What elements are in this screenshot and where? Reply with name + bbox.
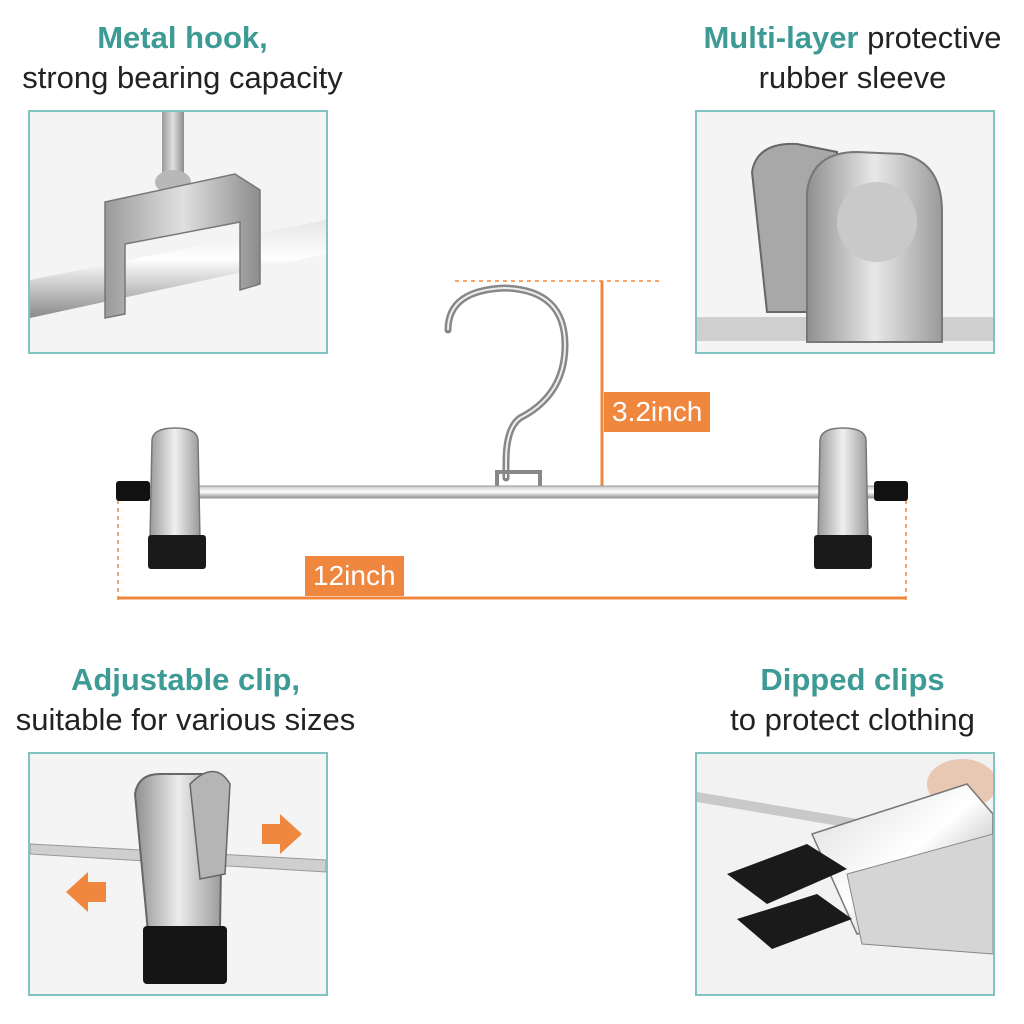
rubber-sleeve-title: Multi-layer — [703, 20, 859, 55]
hanger-hook — [444, 284, 569, 482]
rubber-sleeve-illustration — [697, 142, 993, 343]
adjustable-clip-photo-panel — [28, 752, 328, 996]
left-adjust-knob — [116, 481, 150, 501]
rubber-sleeve-title-rest: protective — [858, 20, 1002, 55]
metal-hook-caption: Metal hook, strong bearing capacity — [10, 18, 355, 98]
left-arrow-icon — [66, 872, 106, 912]
hook-bracket — [495, 470, 542, 498]
dipped-clips-photo-panel — [695, 752, 995, 996]
metal-hook-illustration — [30, 112, 326, 319]
adjustable-clip-title: Adjustable clip, — [70, 662, 301, 697]
adjustable-clip-caption: Adjustable clip, suitable for various si… — [8, 660, 363, 740]
adjustable-clip-illustration — [30, 770, 326, 984]
width-dimension-label: 12inch — [305, 556, 404, 596]
left-clip — [149, 427, 201, 541]
upper-rubber-tip — [727, 844, 847, 904]
metal-hook-photo-panel — [28, 110, 328, 354]
adjustable-clip-subtitle: suitable for various sizes — [15, 702, 356, 737]
dipped-clips-subtitle: to protect clothing — [730, 702, 975, 737]
hanger-hook-highlight — [447, 286, 567, 478]
right-clip — [817, 427, 869, 541]
rubber-sleeve-caption: Multi-layer protective rubber sleeve — [690, 18, 1015, 98]
dipped-clips-illustration — [697, 754, 993, 994]
right-arrow-icon — [262, 814, 302, 854]
metal-hook-title: Metal hook, — [97, 20, 268, 55]
right-clip-rubber — [814, 535, 872, 569]
rubber-sleeve-subtitle: rubber sleeve — [758, 60, 947, 95]
metal-hook-subtitle: strong bearing capacity — [22, 60, 343, 95]
hanger-bar — [144, 485, 886, 499]
left-clip-rubber — [148, 535, 206, 569]
right-adjust-knob — [874, 481, 908, 501]
height-dimension-label: 3.2inch — [604, 392, 711, 432]
dipped-clips-title: Dipped clips — [760, 662, 945, 697]
lower-rubber-tip — [737, 894, 852, 949]
dipped-clips-caption: Dipped clips to protect clothing — [700, 660, 1005, 740]
rubber-sleeve-photo-panel — [695, 110, 995, 354]
